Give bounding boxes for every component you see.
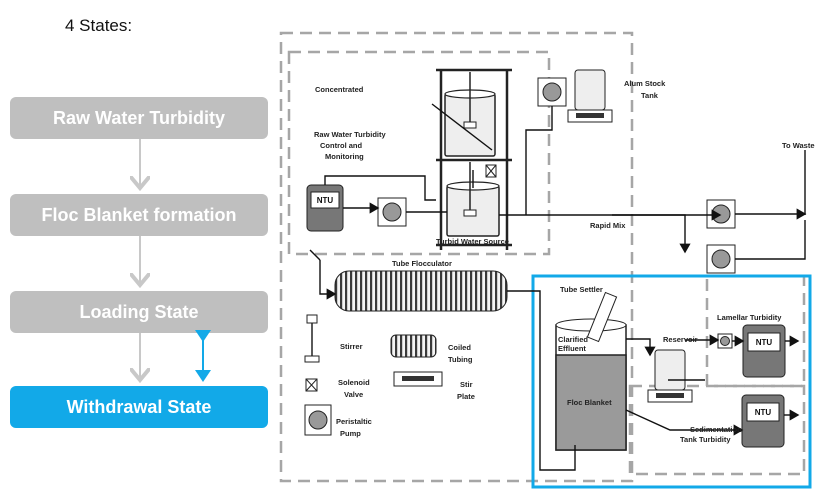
label-tube-settler: Tube Settler xyxy=(560,285,603,294)
label-raw-ctrl-3: Monitoring xyxy=(325,152,364,161)
label-clarified-1: Clarified xyxy=(558,335,588,344)
state-raw-water-turbidity[interactable]: Raw Water Turbidity xyxy=(10,97,268,139)
label-concentrated: Concentrated xyxy=(315,85,364,94)
label-raw-ctrl-1: Raw Water Turbidity xyxy=(314,130,387,139)
label-sed-1: Sedimentation xyxy=(690,425,742,434)
alum-stock-tank xyxy=(574,69,606,111)
label-turbid-source: Turbid Water Source xyxy=(436,237,509,246)
tube-settler xyxy=(586,291,618,343)
label-rapid-mix: Rapid Mix xyxy=(590,221,626,230)
label-legend-solenoid-2: Valve xyxy=(344,390,363,399)
legend-stirrer-icon xyxy=(306,314,318,324)
highlight-box xyxy=(531,274,812,489)
tube-flocculator xyxy=(334,270,508,312)
stirrer-icon xyxy=(463,121,477,129)
sed-dashed-box xyxy=(628,384,806,476)
legend xyxy=(304,314,443,436)
ntu-raw-label: NTU xyxy=(317,196,334,205)
label-legend-coiled-1: Coiled xyxy=(448,343,471,352)
label-alum-2: Tank xyxy=(641,91,659,100)
label-lamellar: Lamellar Turbidity xyxy=(717,313,782,322)
raw-water-dashed-box xyxy=(287,50,551,256)
label-legend-stir-2: Plate xyxy=(457,392,475,401)
legend-coiled-tubing-icon xyxy=(390,334,437,358)
label-legend-stir-1: Stir xyxy=(460,380,473,389)
label-reservoir: Reservoir xyxy=(663,335,698,344)
label-tube-flocculator: Tube Flocculator xyxy=(392,259,452,268)
floc-blanket-zone xyxy=(555,354,627,451)
label-legend-peri-1: Peristaltic xyxy=(336,417,372,426)
outer-dashed-box xyxy=(279,31,634,483)
ntu-sed-label: NTU xyxy=(755,408,772,417)
reservoir-tank xyxy=(654,349,686,391)
label-alum-1: Alum Stock xyxy=(624,79,666,88)
piping xyxy=(309,103,807,471)
label-sed-2: Tank Turbidity xyxy=(680,435,731,444)
label-legend-peri-2: Pump xyxy=(340,429,361,438)
label-raw-ctrl-2: Control and xyxy=(320,141,362,150)
label-to-waste: To Waste xyxy=(782,141,815,150)
label-clarified-2: Effluent xyxy=(558,344,586,353)
state-withdrawal[interactable]: Withdrawal State xyxy=(10,386,268,428)
ntu-lamellar-label: NTU xyxy=(756,338,773,347)
label-legend-coiled-2: Tubing xyxy=(448,355,473,364)
state-floc-blanket-formation[interactable]: Floc Blanket formation xyxy=(10,194,268,236)
label-floc-blanket: Floc Blanket xyxy=(567,398,612,407)
label-legend-stirrer: Stirrer xyxy=(340,342,363,351)
label-legend-solenoid-1: Solenoid xyxy=(338,378,370,387)
state-loading[interactable]: Loading State xyxy=(10,291,268,333)
page-title: 4 States: xyxy=(65,16,133,35)
